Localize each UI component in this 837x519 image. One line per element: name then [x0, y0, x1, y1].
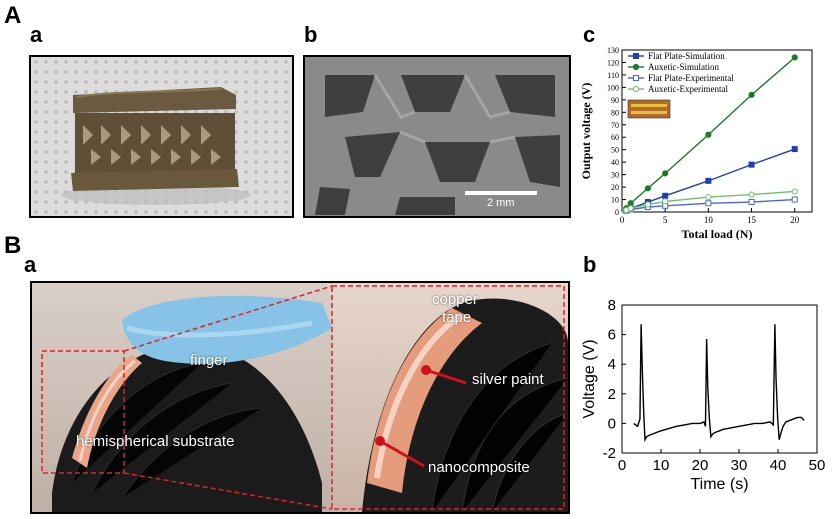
legend-entry: Auxetic-Experimental — [648, 84, 728, 94]
x-tick-label: 0 — [618, 457, 626, 474]
data-point — [632, 85, 640, 93]
section-letter-b: B — [4, 232, 22, 259]
sample-photo-illustration — [31, 57, 292, 216]
inset-image — [627, 99, 671, 119]
y-tick-label: 0 — [608, 415, 616, 432]
y-tick-label: 60 — [611, 133, 619, 142]
data-point — [791, 146, 798, 153]
y-tick-label: 90 — [611, 96, 619, 105]
y-tick-label: 4 — [608, 356, 616, 373]
x-tick-label: 20 — [790, 215, 800, 225]
y-tick-label: -2 — [603, 445, 616, 462]
x-tick-label: 50 — [809, 457, 826, 474]
x-tick-label: 20 — [692, 457, 709, 474]
data-point — [633, 53, 639, 59]
y-tick-label: 0 — [615, 208, 619, 217]
data-point — [705, 193, 712, 201]
data-point — [705, 177, 712, 184]
plot-area — [621, 49, 813, 213]
y-tick-label: 110 — [607, 71, 619, 80]
x-tick-label: 10 — [653, 457, 670, 474]
y-tick-label: 50 — [611, 146, 619, 155]
data-point — [791, 188, 798, 195]
voltage-trace — [633, 324, 805, 443]
y-axis-label: Voltage (V) — [581, 339, 598, 418]
data-point — [748, 91, 755, 98]
y-tick-label: 100 — [607, 83, 619, 92]
inset-image-band — [631, 104, 667, 107]
x-tick-label: 40 — [770, 457, 787, 474]
y-tick-label: 6 — [608, 327, 616, 344]
y-tick-label: 120 — [607, 58, 619, 67]
copper-tape-label-line2: tape — [442, 309, 472, 326]
legend-entry: Auxetic-Simulation — [648, 62, 719, 72]
plot-area — [621, 304, 818, 454]
panel-letter-a-a: a — [30, 22, 43, 47]
y-tick-label: 80 — [611, 108, 619, 117]
hemispherical-substrate-label: hemispherical substrate — [76, 433, 235, 450]
data-point — [633, 75, 639, 81]
panel-letter-a-b: b — [304, 22, 318, 47]
legend-entry: Flat Plate-Experimental — [648, 73, 734, 83]
y-tick-label: 70 — [611, 121, 619, 130]
data-point — [662, 192, 669, 199]
data-point — [662, 198, 669, 205]
x-tick-label: 5 — [663, 215, 668, 225]
y-tick-label: 30 — [611, 171, 619, 180]
zoom-target-box — [331, 285, 565, 510]
data-point — [644, 201, 652, 208]
data-point — [748, 191, 755, 198]
data-point — [632, 63, 640, 71]
data-point — [748, 199, 755, 206]
finger-photo: finger hemispherical substrate copper ta… — [30, 281, 570, 514]
output-voltage-chart: 0 5 10 15 20 0 10 20 30 40 50 60 70 80 90 100 110 120 130T… — [579, 46, 813, 240]
scale-bar — [465, 191, 537, 195]
data-point — [662, 170, 669, 177]
sample-photo — [29, 55, 294, 218]
x-axis-label: Total load (N) — [682, 227, 753, 240]
data-point — [705, 200, 712, 207]
inset-image-band — [631, 111, 667, 114]
y-tick-label: 8 — [608, 297, 616, 314]
y-axis-label: Output voltage (V) — [579, 83, 593, 180]
data-point — [644, 185, 652, 192]
panel-letter-b-b: b — [583, 252, 597, 277]
y-tick-label: 20 — [611, 183, 619, 192]
data-point — [627, 200, 634, 207]
data-point — [705, 131, 712, 138]
nanocomposite-label: nanocomposite — [428, 459, 530, 476]
data-point — [748, 161, 755, 168]
copper-tape-label-line1: copper — [432, 291, 478, 308]
sem-lattice-illustration — [305, 57, 569, 216]
zoom-source-box — [41, 350, 125, 474]
x-tick-label: 0 — [620, 215, 625, 225]
data-point — [627, 205, 634, 212]
panel-letter-b-a: a — [24, 252, 37, 277]
silver-paint-label: silver paint — [472, 371, 544, 388]
finger-label: finger — [190, 352, 228, 369]
finger-photo-illustration — [32, 283, 568, 512]
legend-entry: Flat Plate-Simulation — [648, 51, 725, 61]
sem-image: 2 mm — [303, 55, 571, 218]
data-point — [791, 54, 798, 61]
y-tick-label: 2 — [608, 386, 616, 403]
data-point — [791, 196, 798, 203]
x-tick-label: 10 — [704, 215, 714, 225]
y-tick-label: 10 — [611, 196, 619, 205]
x-axis-label: Time (s) — [690, 476, 748, 493]
section-letter-a: A — [4, 2, 22, 29]
y-tick-label: 130 — [607, 46, 619, 55]
x-tick-label: 15 — [747, 215, 757, 225]
panel-letter-a-c: c — [583, 22, 596, 47]
y-tick-label: 40 — [611, 158, 619, 167]
x-tick-label: 30 — [731, 457, 748, 474]
scale-bar-label: 2 mm — [487, 197, 515, 209]
